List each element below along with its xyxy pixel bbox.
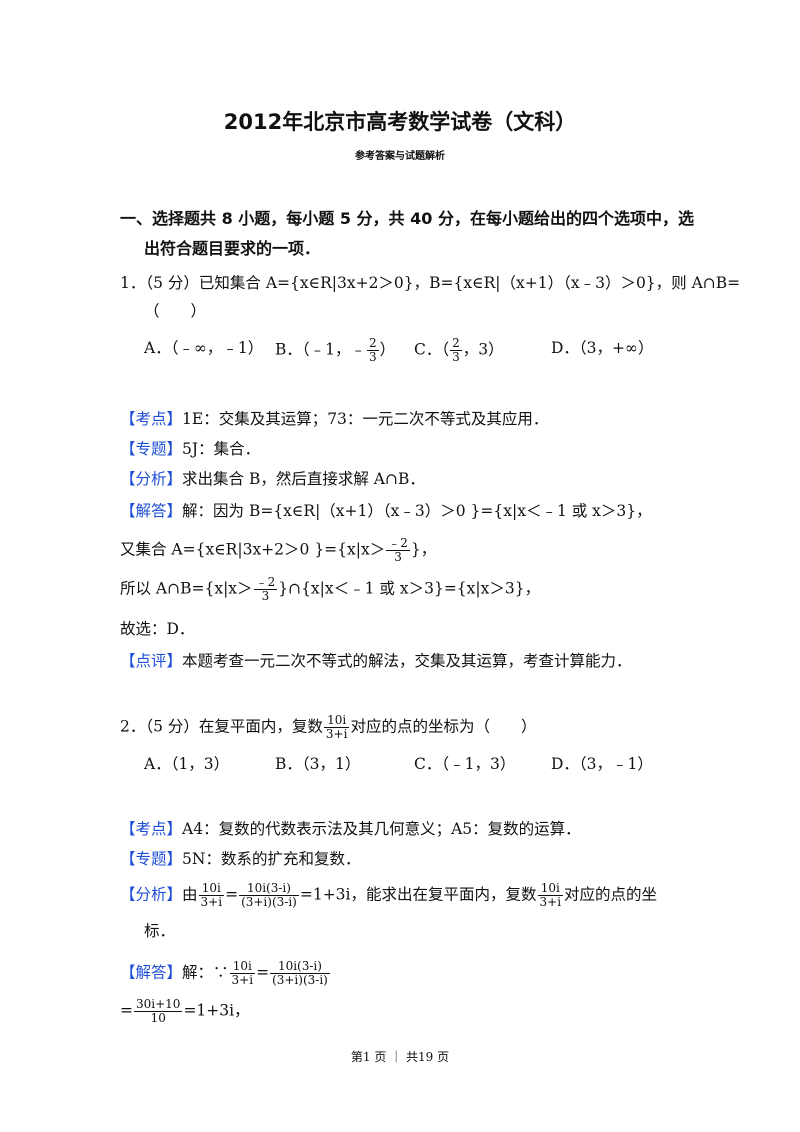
fraction-numerator: 30i+10 bbox=[136, 997, 181, 1011]
fraction-numerator: 10i bbox=[327, 713, 347, 727]
q2-fenxi-fraction-2: 10i(3-i)(3+i)(3-i) bbox=[239, 882, 299, 909]
q2-option-b: B．（3，1） bbox=[275, 755, 361, 773]
fraction-denominator: 3+i bbox=[537, 895, 564, 909]
q2-stem-prefix: 2．（5 分）在复平面内，复数 bbox=[120, 717, 323, 736]
q2-zhuanti: 【专题】5N：数系的扩充和复数． bbox=[120, 848, 360, 870]
q1-solution-line2-suffix: }， bbox=[410, 540, 437, 559]
equals-sign: = bbox=[120, 1001, 133, 1020]
fraction-numerator: 10i bbox=[540, 881, 560, 895]
q2-fenxi-prefix: 由 bbox=[182, 885, 198, 904]
tag-zhuanti: 【专题】 bbox=[120, 850, 183, 868]
document-subtitle: 参考答案与试题解析 bbox=[355, 151, 445, 162]
q1-kaodian: 【考点】1E：交集及其运算；73：一元二次不等式及其应用． bbox=[120, 408, 548, 430]
q1-kaodian-text: 1E：交集及其运算；73：一元二次不等式及其应用． bbox=[182, 410, 549, 428]
q2-fenxi-line2: 标． bbox=[144, 922, 176, 940]
q1-stem: 1．（5 分）已知集合 A={x∈R|3x+2＞0}，B={x∈R|（x+1）（… bbox=[120, 274, 741, 292]
fraction-denominator: (3+i)(3-i) bbox=[239, 895, 299, 909]
q1-answer: 故选：D． bbox=[120, 620, 195, 638]
tag-fenxi: 【分析】 bbox=[120, 885, 183, 904]
equals-sign: = bbox=[225, 885, 239, 904]
q1-fenxi: 【分析】求出集合 B，然后直接求解 A∩B． bbox=[120, 468, 425, 490]
q1-option-c-prefix: C．（ bbox=[414, 340, 450, 359]
q1-zhuanti-text: 5J：集合． bbox=[182, 440, 261, 458]
tag-fenxi: 【分析】 bbox=[120, 470, 183, 488]
fraction-denominator: (3+i)(3-i) bbox=[270, 973, 330, 987]
q1-solution-line2-prefix: 又集合 A={x∈R|3x+2＞0 }={x|x＞ bbox=[120, 540, 386, 559]
q2-option-c: C．（﹣1，3） bbox=[414, 755, 516, 773]
q1-dianping: 【点评】本题考查一元二次不等式的解法，交集及其运算，考查计算能力． bbox=[120, 650, 632, 672]
fraction-denominator: 3 bbox=[450, 350, 462, 364]
fraction-numerator: 2 bbox=[452, 336, 460, 350]
fraction-numerator: 10i bbox=[232, 959, 252, 973]
q1-stem-bracket: （ ） bbox=[144, 302, 207, 320]
fraction-denominator: 3 bbox=[367, 350, 379, 364]
q2-jieda-fraction-2: 10i(3-i)(3+i)(3-i) bbox=[270, 960, 330, 987]
q1-dianping-text: 本题考查一元二次不等式的解法，交集及其运算，考查计算能力． bbox=[182, 652, 632, 670]
fraction-numerator: 10i(3-i) bbox=[246, 881, 291, 895]
fraction-denominator: 3+i bbox=[198, 895, 225, 909]
q2-zhuanti-text: 5N：数系的扩充和复数． bbox=[182, 850, 361, 868]
fraction-numerator: 10i(3-i) bbox=[277, 959, 322, 973]
q1-option-a: A．（﹣∞，﹣1） bbox=[144, 339, 264, 357]
page-footer: 第1 页 ｜ 共19 页 bbox=[350, 1050, 450, 1064]
tag-jieda: 【解答】 bbox=[120, 963, 183, 982]
fraction-denominator: 10 bbox=[134, 1011, 183, 1025]
q2-fenxi-middle: =1+3i，能求出在复平面内，复数 bbox=[299, 885, 537, 904]
section-heading-line2: 出符合题目要求的一项． bbox=[144, 239, 321, 258]
q2-option-d: D．（3，﹣1） bbox=[551, 755, 653, 773]
fraction-denominator: 3+i bbox=[229, 973, 256, 987]
q2-kaodian: 【考点】A4：复数的代数表示法及其几何意义；A5：复数的运算． bbox=[120, 818, 581, 840]
q1-jieda-text: 解：因为 B={x∈R|（x+1）（x﹣3）＞0 }={x|x＜﹣1 或 x＞3… bbox=[182, 502, 652, 520]
q1-fenxi-text: 求出集合 B，然后直接求解 A∩B． bbox=[182, 470, 425, 488]
fraction-numerator: 10i bbox=[201, 881, 221, 895]
q1-solution-line3-suffix: }∩{x|x＜﹣1 或 x＞3}={x|x＞3}， bbox=[278, 579, 541, 598]
tag-kaodian: 【考点】 bbox=[120, 820, 183, 838]
q1-jieda: 【解答】解：因为 B={x∈R|（x+1）（x﹣3）＞0 }={x|x＜﹣1 或… bbox=[120, 500, 652, 522]
q2-stem-suffix: 对应的点的坐标为（ ） bbox=[350, 717, 537, 736]
q1-option-d: D．（3，+∞） bbox=[551, 339, 654, 357]
q1-zhuanti: 【专题】5J：集合． bbox=[120, 438, 260, 460]
equals-sign: = bbox=[256, 963, 270, 982]
fraction-numerator: ﹣2 bbox=[255, 575, 276, 589]
fraction-denominator: 3 bbox=[253, 589, 278, 603]
q2-kaodian-text: A4：复数的代数表示法及其几何意义；A5：复数的运算． bbox=[182, 820, 581, 838]
fraction-numerator: 2 bbox=[369, 336, 377, 350]
fraction-denominator: 3 bbox=[386, 550, 410, 564]
q2-option-a: A．（1，3） bbox=[144, 755, 230, 773]
q2-jieda-line2-suffix: =1+3i， bbox=[183, 1001, 250, 1020]
fraction-numerator: ﹣2 bbox=[388, 536, 408, 550]
tag-zhuanti: 【专题】 bbox=[120, 440, 183, 458]
q1-option-b-suffix: ） bbox=[379, 340, 396, 359]
q2-fenxi-suffix: 对应的点的坐 bbox=[564, 885, 658, 904]
tag-dianping: 【点评】 bbox=[120, 652, 183, 670]
q1-solution-line3-prefix: 所以 A∩B={x|x＞ bbox=[120, 579, 253, 598]
q1-option-b-prefix: B．（﹣1，﹣ bbox=[275, 340, 367, 359]
tag-kaodian: 【考点】 bbox=[120, 410, 183, 428]
fraction-denominator: 3+i bbox=[323, 727, 350, 741]
section-heading-line1: 一、选择题共 8 小题，每小题 5 分，共 40 分，在每小题给出的四个选项中，… bbox=[120, 209, 694, 228]
q1-option-c-suffix: ，3） bbox=[462, 340, 504, 359]
tag-jieda: 【解答】 bbox=[120, 502, 183, 520]
q2-jieda-prefix: 解：∵ bbox=[182, 963, 229, 982]
document-title: 2012年北京市高考数学试卷（文科） bbox=[223, 110, 577, 134]
